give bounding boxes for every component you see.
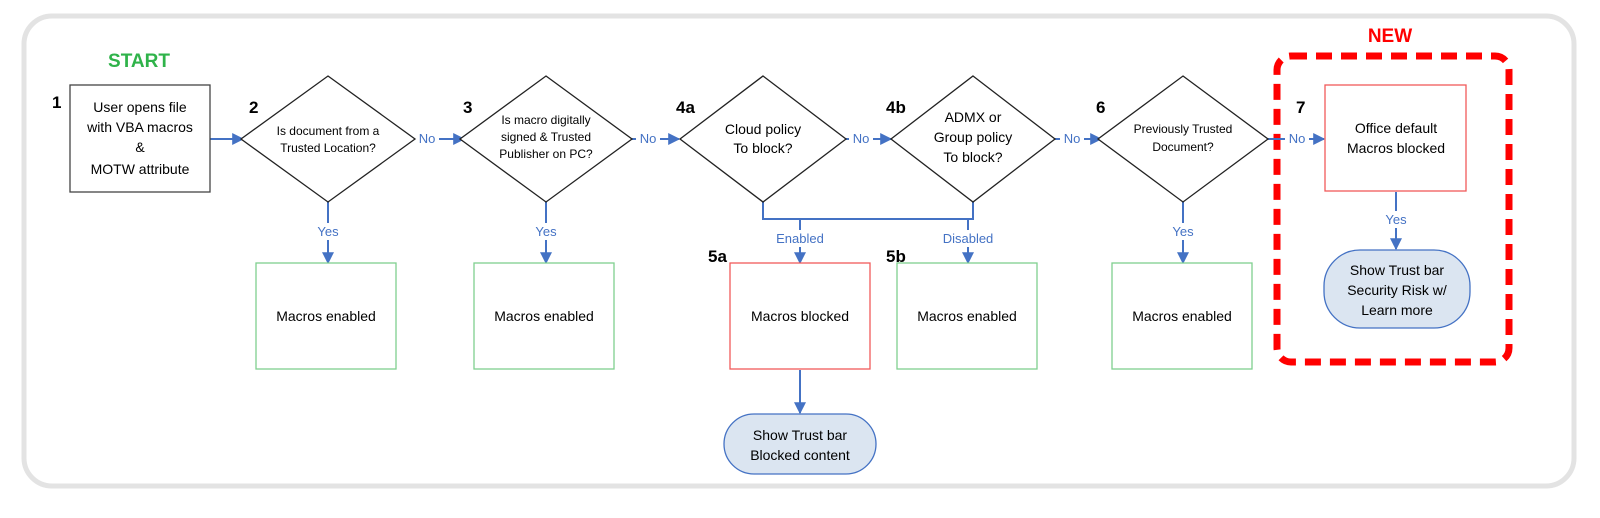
outcome-macros-enabled-3: Macros enabled (473, 262, 615, 370)
edge-label-disabled: Disabled (943, 231, 994, 246)
outcome-5a-label: Macros blocked (751, 308, 849, 324)
decision-4a-line-2: To block? (733, 140, 792, 156)
decision-4b: 4b ADMX or Group policy To block? (886, 75, 1057, 203)
trust-bar-blocked-content: Show Trust bar Blocked content (723, 413, 877, 475)
edge-label-yes-3: Yes (535, 224, 557, 239)
decision-3: 3 Is macro digitally signed & Trusted Pu… (458, 75, 634, 203)
edge-label-enabled: Enabled (776, 231, 824, 246)
edge-label-yes-7: Yes (1385, 212, 1407, 227)
decision-4b-line-3: To block? (943, 149, 1002, 165)
decision-4b-line-2: Group policy (934, 129, 1013, 145)
edge-label-no-6: No (1289, 131, 1306, 146)
outcome-macros-enabled-5b: 5b Macros enabled (886, 247, 1038, 370)
step-number-4a: 4a (676, 98, 695, 117)
trust-bar-7-line-2: Security Risk w/ (1347, 282, 1447, 298)
step-number-5a: 5a (708, 247, 727, 266)
step-number-3: 3 (463, 98, 472, 117)
edge-labels: No No No No No Yes Yes Yes Yes Enabled D… (312, 130, 1412, 247)
step-7-box: 7 Office default Macros blocked (1296, 84, 1467, 192)
outcome-3-label: Macros enabled (494, 308, 594, 324)
start-label: START (108, 51, 170, 72)
edge-label-no-2: No (419, 131, 436, 146)
decision-4a-line-1: Cloud policy (725, 121, 801, 137)
trust-bar-7-line-1: Show Trust bar (1350, 262, 1444, 278)
decision-3-line-1: Is macro digitally (501, 113, 590, 127)
decision-2: 2 Is document from a Trusted Location? (239, 75, 417, 203)
step-7-line-1: Office default (1355, 120, 1437, 136)
trust-bar-5a-line-1: Show Trust bar (753, 427, 847, 443)
new-highlight-box (1273, 52, 1513, 366)
edge-label-no-3: No (640, 131, 657, 146)
step-number-2: 2 (249, 98, 258, 117)
step-number-4b: 4b (886, 98, 906, 117)
decision-4a: 4a Cloud policy To block? (676, 75, 848, 203)
outcome-5b-label: Macros enabled (917, 308, 1017, 324)
edge-label-no-4a: No (853, 131, 870, 146)
step-number-6: 6 (1096, 98, 1105, 117)
outcome-macros-enabled-2: Macros enabled (255, 262, 397, 370)
outcome-6-label: Macros enabled (1132, 308, 1232, 324)
outcome-macros-enabled-6: Macros enabled (1111, 262, 1253, 370)
edge-label-yes-2: Yes (317, 224, 339, 239)
decision-6-line-1: Previously Trusted (1134, 122, 1233, 136)
step-1-line-3: & (135, 139, 145, 155)
step-number-1: 1 (52, 93, 61, 112)
decision-3-line-3: Publisher on PC? (499, 147, 593, 161)
decision-2-line-1: Is document from a (277, 124, 380, 138)
new-label: NEW (1368, 26, 1412, 47)
decision-6-line-2: Document? (1152, 140, 1214, 154)
step-7-line-2: Macros blocked (1347, 140, 1445, 156)
step-number-5b: 5b (886, 247, 906, 266)
outcome-macros-blocked-5a: 5a Macros blocked (708, 247, 871, 370)
trust-bar-7-line-3: Learn more (1361, 302, 1433, 318)
trust-bar-security-risk: Show Trust bar Security Risk w/ Learn mo… (1323, 249, 1471, 329)
step-1-line-1: User opens file (93, 99, 187, 115)
decision-6: 6 Previously Trusted Document? (1096, 75, 1270, 203)
decision-3-line-2: signed & Trusted (501, 130, 591, 144)
step-1-box: 1 User opens file with VBA macros & MOTW… (52, 84, 211, 193)
outcome-2-label: Macros enabled (276, 308, 376, 324)
step-number-7: 7 (1296, 98, 1305, 117)
decision-4b-line-1: ADMX or (945, 109, 1002, 125)
edge-label-no-4b: No (1064, 131, 1081, 146)
decision-2-line-2: Trusted Location? (280, 141, 376, 155)
step-1-line-4: MOTW attribute (91, 161, 190, 177)
trust-bar-5a-line-2: Blocked content (750, 447, 850, 463)
step-1-line-2: with VBA macros (86, 119, 193, 135)
edge-label-yes-6: Yes (1172, 224, 1194, 239)
